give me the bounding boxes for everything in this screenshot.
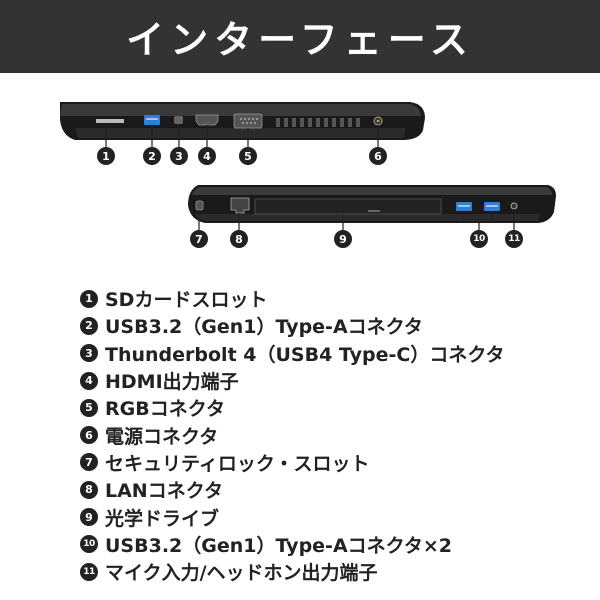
- list-item: 6 電源コネクタ: [80, 421, 590, 448]
- list-item: 11 マイク入力/ヘッドホン出力端子: [80, 558, 590, 585]
- marker-5: 5: [239, 147, 257, 165]
- list-number: 2: [80, 316, 98, 335]
- list-number: 8: [80, 480, 98, 499]
- list-label: マイク入力/ヘッドホン出力端子: [105, 562, 378, 585]
- marker-8: 8: [230, 230, 248, 248]
- laptop-right-side: [188, 185, 556, 231]
- list-item: 10 USB3.2（Gen1）Type-Aコネクタ×2: [80, 531, 590, 558]
- list-number: 6: [80, 426, 98, 445]
- marker-7: 7: [190, 230, 208, 248]
- marker-6: 6: [369, 147, 387, 165]
- marker-1: 1: [97, 147, 115, 165]
- list-label: USB3.2（Gen1）Type-Aコネクタ: [105, 316, 423, 339]
- marker-9: 9: [334, 230, 352, 248]
- list-label: Thunderbolt 4（USB4 Type-C）コネクタ: [105, 343, 505, 366]
- list-number: 1: [80, 289, 98, 308]
- hdmi-port-shape: [195, 114, 219, 126]
- audio-jack-shape: [510, 202, 518, 210]
- list-label: SDカードスロット: [105, 289, 268, 312]
- vent-grille: [276, 118, 360, 127]
- list-number: 10: [80, 535, 98, 554]
- sd-card-slot-shape: [96, 119, 124, 123]
- list-item: 9 光学ドライブ: [80, 503, 590, 530]
- list-item: 5 RGBコネクタ: [80, 394, 590, 421]
- list-label: RGBコネクタ: [105, 398, 225, 421]
- list-number: 3: [80, 344, 98, 363]
- list-label: セキュリティロック・スロット: [105, 452, 370, 475]
- marker-11: 11: [505, 230, 523, 248]
- marker-10: 10: [470, 230, 488, 248]
- list-number: 11: [80, 562, 98, 581]
- list-number: 5: [80, 398, 98, 417]
- laptop-diagram: [60, 102, 556, 231]
- marker-4: 4: [198, 147, 216, 165]
- vga-port-shape: [233, 113, 263, 129]
- lan-port-shape: [230, 197, 250, 214]
- list-label: 電源コネクタ: [105, 425, 219, 448]
- list-label: 光学ドライブ: [105, 507, 220, 530]
- list-number: 7: [80, 453, 98, 472]
- page-title: インターフェース: [126, 18, 474, 62]
- marker-3: 3: [170, 147, 188, 165]
- laptop-left-side: [60, 102, 425, 148]
- list-label: LANコネクタ: [105, 480, 223, 503]
- marker-2: 2: [143, 147, 161, 165]
- page-header: インターフェース: [0, 0, 600, 73]
- port-list: 1 SDカードスロット 2 USB3.2（Gen1）Type-Aコネクタ 3 T…: [80, 285, 590, 585]
- thunderbolt-port-shape: [174, 116, 183, 124]
- list-item: 3 Thunderbolt 4（USB4 Type-C）コネクタ: [80, 340, 590, 367]
- list-number: 9: [80, 508, 98, 527]
- list-item: 1 SDカードスロット: [80, 285, 590, 312]
- security-slot-shape: [195, 200, 204, 211]
- list-item: 7 セキュリティロック・スロット: [80, 449, 590, 476]
- list-label: HDMI出力端子: [105, 371, 239, 394]
- list-item: 8 LANコネクタ: [80, 476, 590, 503]
- list-item: 2 USB3.2（Gen1）Type-Aコネクタ: [80, 312, 590, 339]
- list-label: USB3.2（Gen1）Type-Aコネクタ×2: [105, 534, 453, 557]
- list-item: 4 HDMI出力端子: [80, 367, 590, 394]
- optical-drive-shape: [254, 198, 442, 215]
- list-number: 4: [80, 371, 98, 390]
